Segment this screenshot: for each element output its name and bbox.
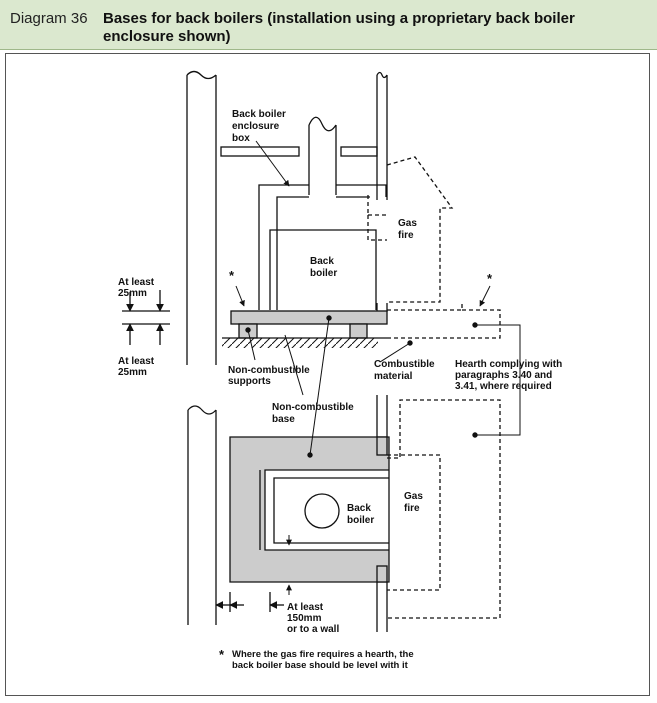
label-hearth: Hearth complying with paragraphs 3.40 an… — [455, 359, 565, 392]
label-enclosure-box: Back boiler enclosure box — [232, 109, 289, 144]
asterisk-right: * — [487, 271, 493, 286]
label-non-combustible-supports: Non-combustible supports — [228, 365, 312, 387]
label-gas-fire-plan: Gas fire — [404, 491, 426, 514]
label-back-boiler-plan: Back boiler — [347, 503, 374, 526]
gas-fire-plan-outline — [387, 399, 501, 619]
left-wall-plan — [187, 405, 217, 625]
gas-fire-elevation-outline — [367, 156, 501, 339]
footnote-text: Where the gas fire requires a hearth, th… — [232, 649, 416, 671]
back-boiler-plan-circle — [304, 493, 340, 529]
plan-view — [187, 395, 501, 632]
non-combustible-base-slab — [230, 310, 388, 325]
label-at-least-top: At least 25mm — [118, 277, 157, 299]
flue-pipe — [308, 116, 337, 195]
asterisk-left: * — [229, 268, 235, 283]
diagram-title: Bases for back boilers (installation usi… — [103, 10, 575, 45]
lintel-right — [340, 146, 378, 157]
dimension-150mm — [215, 592, 284, 612]
label-back-boiler-elevation: Back boiler — [310, 256, 337, 279]
leader-lines — [235, 140, 521, 595]
non-combustible-base-plan — [229, 436, 390, 583]
label-non-combustible-base: Non-combustible base — [272, 402, 356, 425]
diagram-number: Diagram 36 — [10, 10, 88, 27]
support-right — [349, 323, 368, 339]
footnote-asterisk: * — [219, 647, 225, 662]
jamb-bottom — [376, 565, 388, 583]
label-at-least-150mm: At least 150mm or to a wall — [287, 602, 339, 635]
label-combustible-material: Combustible material — [374, 359, 437, 382]
label-at-least-bottom: At least 25mm — [118, 356, 157, 378]
left-wall-elevation — [186, 70, 217, 365]
floor-hatch — [222, 338, 378, 348]
dimension-25mm — [122, 290, 170, 345]
lintel-left — [220, 146, 300, 157]
back-boiler-elevation — [269, 229, 377, 310]
jamb-top — [376, 436, 388, 456]
diagram-frame — [5, 53, 650, 696]
label-gas-fire-elevation: Gas fire — [398, 218, 420, 241]
right-wall-elevation — [376, 71, 388, 312]
elevation-view — [122, 70, 501, 365]
diagram-header: Diagram 36 Bases for back boilers (insta… — [0, 0, 657, 50]
enclosure-box — [258, 184, 387, 310]
enclosure-plan — [259, 470, 389, 550]
